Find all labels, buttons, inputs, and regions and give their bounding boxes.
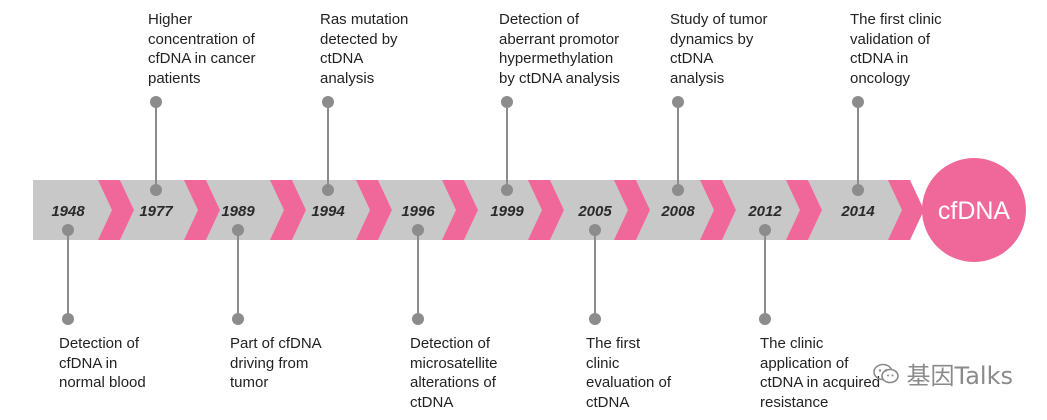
- connector-lines: [62, 96, 864, 325]
- watermark-text: 基因Talks: [906, 362, 1013, 390]
- event-label-1948: Detection of cfDNA in normal blood: [59, 335, 146, 391]
- event-label-2008: Study of tumor dynamics by ctDNA analysi…: [670, 11, 768, 87]
- year-label: 2008: [660, 203, 695, 220]
- event-label-1996: Detection of microsatellite alterations …: [410, 335, 498, 411]
- event-label-1989: Part of cfDNA driving from tumor: [230, 335, 322, 391]
- year-label: 1999: [490, 203, 524, 220]
- connector-dot: [232, 313, 244, 325]
- connector-dot: [852, 184, 864, 196]
- chevron-arrow: [270, 180, 306, 240]
- connector-dot: [232, 224, 244, 236]
- year-label: 1989: [221, 203, 255, 220]
- connector-dot: [150, 96, 162, 108]
- event-label-2014: The first clinic validation of ctDNA in …: [850, 11, 942, 87]
- connector-dot: [759, 224, 771, 236]
- cfdna-label: cfDNA: [938, 197, 1011, 225]
- chevron-arrow: [356, 180, 392, 240]
- chevron-arrow: [700, 180, 736, 240]
- band-segment: [808, 180, 922, 240]
- year-label: 1994: [311, 203, 345, 220]
- connector-dot: [412, 313, 424, 325]
- connector-dot: [322, 96, 334, 108]
- year-label: 1996: [401, 203, 435, 220]
- event-label-2012: The clinic application of ctDNA in acqui…: [760, 335, 881, 411]
- chevron-arrow: [442, 180, 478, 240]
- event-label-1999: Detection of aberrant promotor hypermeth…: [499, 11, 620, 87]
- year-label: 2005: [577, 203, 612, 220]
- connector-dot: [412, 224, 424, 236]
- connector-dot: [589, 224, 601, 236]
- watermark: 基因Talks: [872, 356, 1013, 391]
- year-label: 2014: [840, 203, 875, 220]
- cfdna-endpoint: cfDNA: [922, 158, 1026, 262]
- connector-dot: [62, 313, 74, 325]
- connector-dot: [852, 96, 864, 108]
- chevron-arrow: [528, 180, 564, 240]
- year-labels: 1948 1977 1989 1994 1996 1999 2005 2008 2012 2014: [51, 203, 875, 220]
- connector-dot: [672, 96, 684, 108]
- connector-dot: [672, 184, 684, 196]
- chevron-arrow: [98, 180, 134, 240]
- connector-dot: [759, 313, 771, 325]
- timeline-band: [33, 180, 924, 240]
- connector-dot: [501, 184, 513, 196]
- event-label-2005: The first clinic evaluation of ctDNA: [586, 335, 672, 411]
- connector-dot: [150, 184, 162, 196]
- event-label-1977: Higher concentration of cfDNA in cancer …: [148, 11, 256, 87]
- chevron-arrow: [614, 180, 650, 240]
- year-label: 2012: [747, 203, 782, 220]
- wechat-icon: [872, 363, 899, 383]
- connector-dot: [322, 184, 334, 196]
- event-label-1994: Ras mutation detected by ctDNA analysis: [320, 11, 409, 87]
- chevron-arrow: [184, 180, 220, 240]
- year-label: 1977: [139, 203, 173, 220]
- chevron-arrow: [786, 180, 822, 240]
- connector-dot: [501, 96, 513, 108]
- cfdna-circle: [922, 158, 1026, 262]
- connector-dot: [589, 313, 601, 325]
- connector-dot: [62, 224, 74, 236]
- year-label: 1948: [51, 203, 85, 220]
- chevron-arrow: [888, 180, 924, 240]
